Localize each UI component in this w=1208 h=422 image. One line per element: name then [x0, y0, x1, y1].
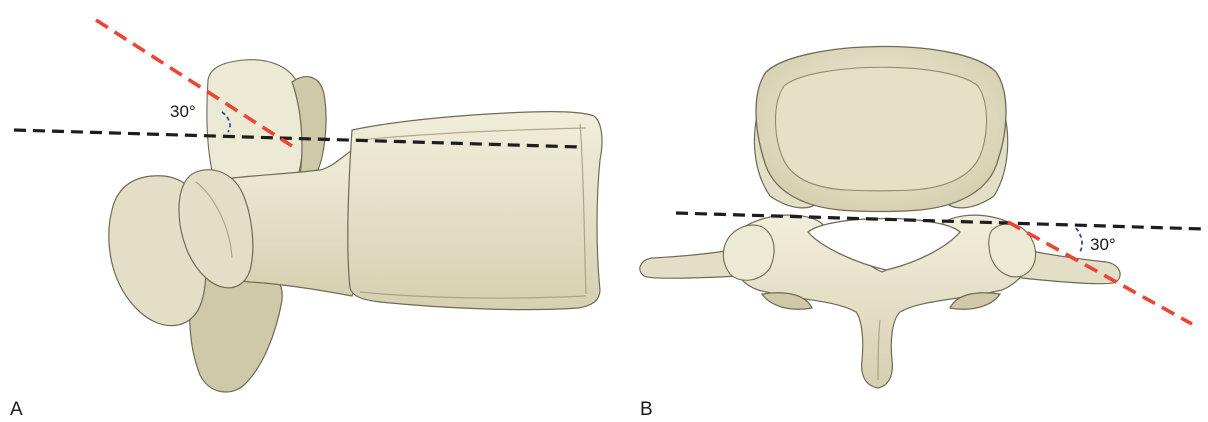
panel-a: 30° A: [10, 20, 602, 420]
superior-articular-facet-left: [723, 225, 774, 280]
angle-label-b: 30°: [1090, 235, 1116, 254]
angle-arc-b: [1076, 228, 1082, 252]
vertebra-axial-view: [640, 46, 1120, 388]
vertebral-endplate: [776, 67, 987, 191]
panel-label-b: B: [640, 399, 653, 420]
panel-b: 30° B: [640, 46, 1204, 420]
angle-label-a: 30°: [170, 102, 196, 121]
panel-label-a: A: [10, 399, 23, 420]
